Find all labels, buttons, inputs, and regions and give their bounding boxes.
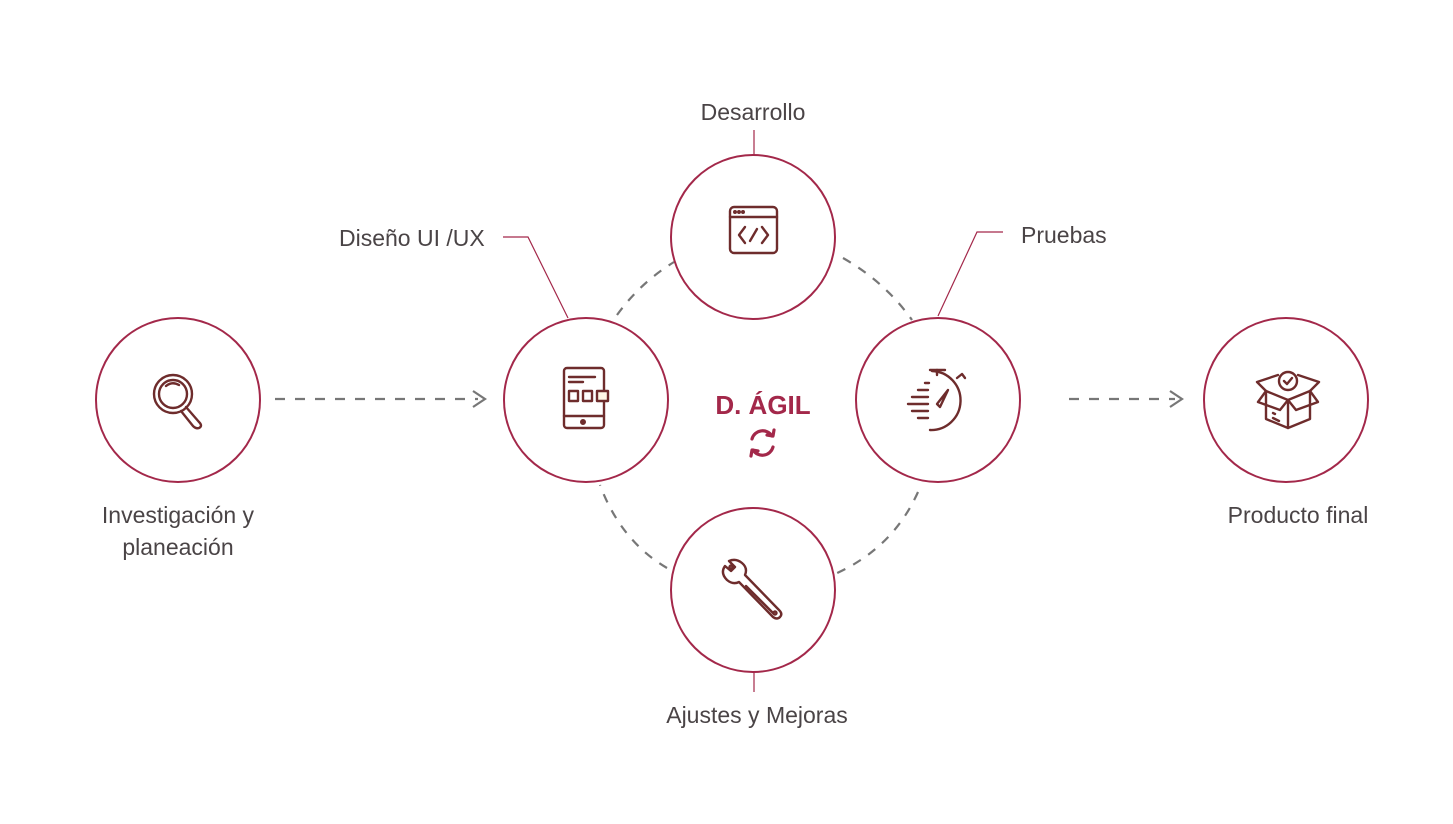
tablet-ui-icon <box>562 366 610 430</box>
label-final: Producto final <box>1227 502 1369 528</box>
stopwatch-icon <box>906 368 967 432</box>
arrow-head-research <box>472 390 487 408</box>
label-testing: Pruebas <box>1021 222 1107 248</box>
cycle-arc-testing-to-adjustments <box>834 491 920 576</box>
arrow-head-final <box>1169 390 1184 408</box>
open-box-check-icon <box>1255 370 1321 430</box>
label-design: Diseño UI /UX <box>339 225 485 251</box>
label-research-line2: planeación <box>122 534 234 560</box>
magnifier-icon <box>152 373 203 430</box>
leader-line-design <box>503 236 569 319</box>
label-research-line1: Investigación y <box>101 502 255 528</box>
code-window-icon <box>728 205 779 255</box>
wrench-icon <box>721 558 783 620</box>
label-research: Investigación y planeación <box>78 499 278 563</box>
label-adjustments: Ajustes y Mejoras <box>666 702 848 728</box>
node-testing <box>855 317 1021 483</box>
node-research <box>95 317 261 483</box>
refresh-icon <box>749 428 776 458</box>
cycle-arc-development-to-testing <box>842 257 913 321</box>
leader-line-testing <box>937 231 1003 317</box>
node-adjustments <box>670 507 836 673</box>
cycle-arc-design-to-development <box>616 261 675 316</box>
label-development: Desarrollo <box>700 99 806 125</box>
center-title: D. ÁGIL <box>715 390 811 420</box>
cycle-arc-adjustments-to-design <box>598 484 668 569</box>
